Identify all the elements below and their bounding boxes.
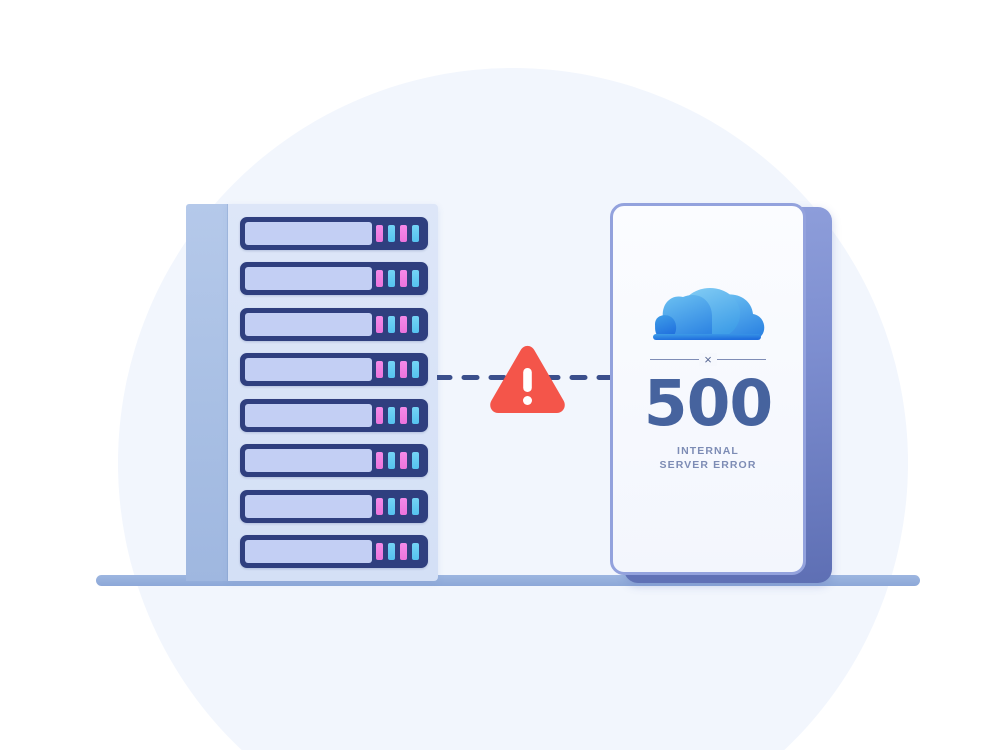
error-title-line-1: INTERNAL (677, 445, 739, 457)
status-led-pink (376, 406, 383, 424)
status-led-pink (400, 406, 407, 424)
status-led-cyan (388, 361, 395, 379)
server-led-group (376, 358, 420, 381)
status-led-cyan (412, 542, 419, 560)
status-led-cyan (412, 452, 419, 470)
status-led-pink (376, 497, 383, 515)
error-code: 500 (643, 367, 774, 440)
status-led-pink (400, 542, 407, 560)
server-led-group (376, 404, 420, 427)
status-led-cyan (388, 406, 395, 424)
server-slot-bay (245, 539, 372, 563)
status-led-pink (376, 225, 383, 242)
floor-line (96, 575, 920, 586)
server-rack (186, 204, 438, 581)
status-led-cyan (388, 225, 395, 242)
status-led-pink (376, 270, 383, 288)
error-content: × 500 INTERNAL SERVER ERROR (613, 280, 803, 472)
server-slot-4 (240, 353, 428, 387)
close-x-icon: × (699, 352, 717, 366)
server-slot-bay (245, 358, 372, 382)
status-led-pink (400, 315, 407, 333)
status-led-cyan (412, 270, 419, 288)
status-led-cyan (388, 270, 395, 288)
server-slot-3 (240, 307, 428, 341)
error-title-line-2: SERVER ERROR (659, 459, 757, 472)
status-led-pink (400, 270, 407, 288)
server-slot-7 (240, 489, 428, 523)
status-led-pink (376, 452, 383, 470)
server-slot-bay (245, 449, 372, 473)
divider-with-x: × (650, 352, 766, 366)
server-led-group (376, 449, 420, 472)
status-led-cyan (388, 315, 395, 333)
status-led-cyan (388, 542, 395, 560)
status-led-cyan (388, 452, 395, 470)
status-led-pink (400, 497, 407, 515)
status-led-pink (376, 542, 383, 560)
status-led-pink (400, 225, 407, 242)
server-slot-bay (245, 494, 372, 518)
server-led-group (376, 495, 420, 518)
status-led-cyan (412, 497, 419, 515)
server-slot-list (240, 217, 428, 568)
error-tablet: × 500 INTERNAL SERVER ERROR (610, 203, 832, 583)
server-slot-bay (245, 403, 372, 427)
server-slot-6 (240, 444, 428, 478)
status-led-cyan (412, 315, 419, 333)
rack-front-panel (228, 204, 438, 581)
server-slot-5 (240, 398, 428, 432)
cloud-icon (647, 280, 769, 348)
server-led-group (376, 313, 420, 336)
tablet-screen: × 500 INTERNAL SERVER ERROR (610, 203, 806, 575)
rack-side-panel (186, 204, 230, 581)
server-led-group (376, 222, 420, 245)
server-led-group (376, 267, 420, 290)
server-slot-bay (245, 267, 372, 291)
status-led-cyan (412, 225, 419, 242)
error-title: INTERNAL SERVER ERROR (659, 444, 756, 472)
server-slot-bay (245, 312, 372, 336)
server-slot-1 (240, 217, 428, 250)
server-led-group (376, 540, 420, 563)
server-slot-8 (240, 534, 428, 568)
server-slot-2 (240, 262, 428, 296)
warning-triangle-icon (489, 345, 566, 413)
status-led-pink (400, 452, 407, 470)
status-led-pink (376, 315, 383, 333)
status-led-cyan (388, 497, 395, 515)
status-led-pink (376, 361, 383, 379)
server-slot-bay (245, 222, 372, 245)
status-led-cyan (412, 361, 419, 379)
status-led-cyan (412, 406, 419, 424)
status-led-pink (400, 361, 407, 379)
